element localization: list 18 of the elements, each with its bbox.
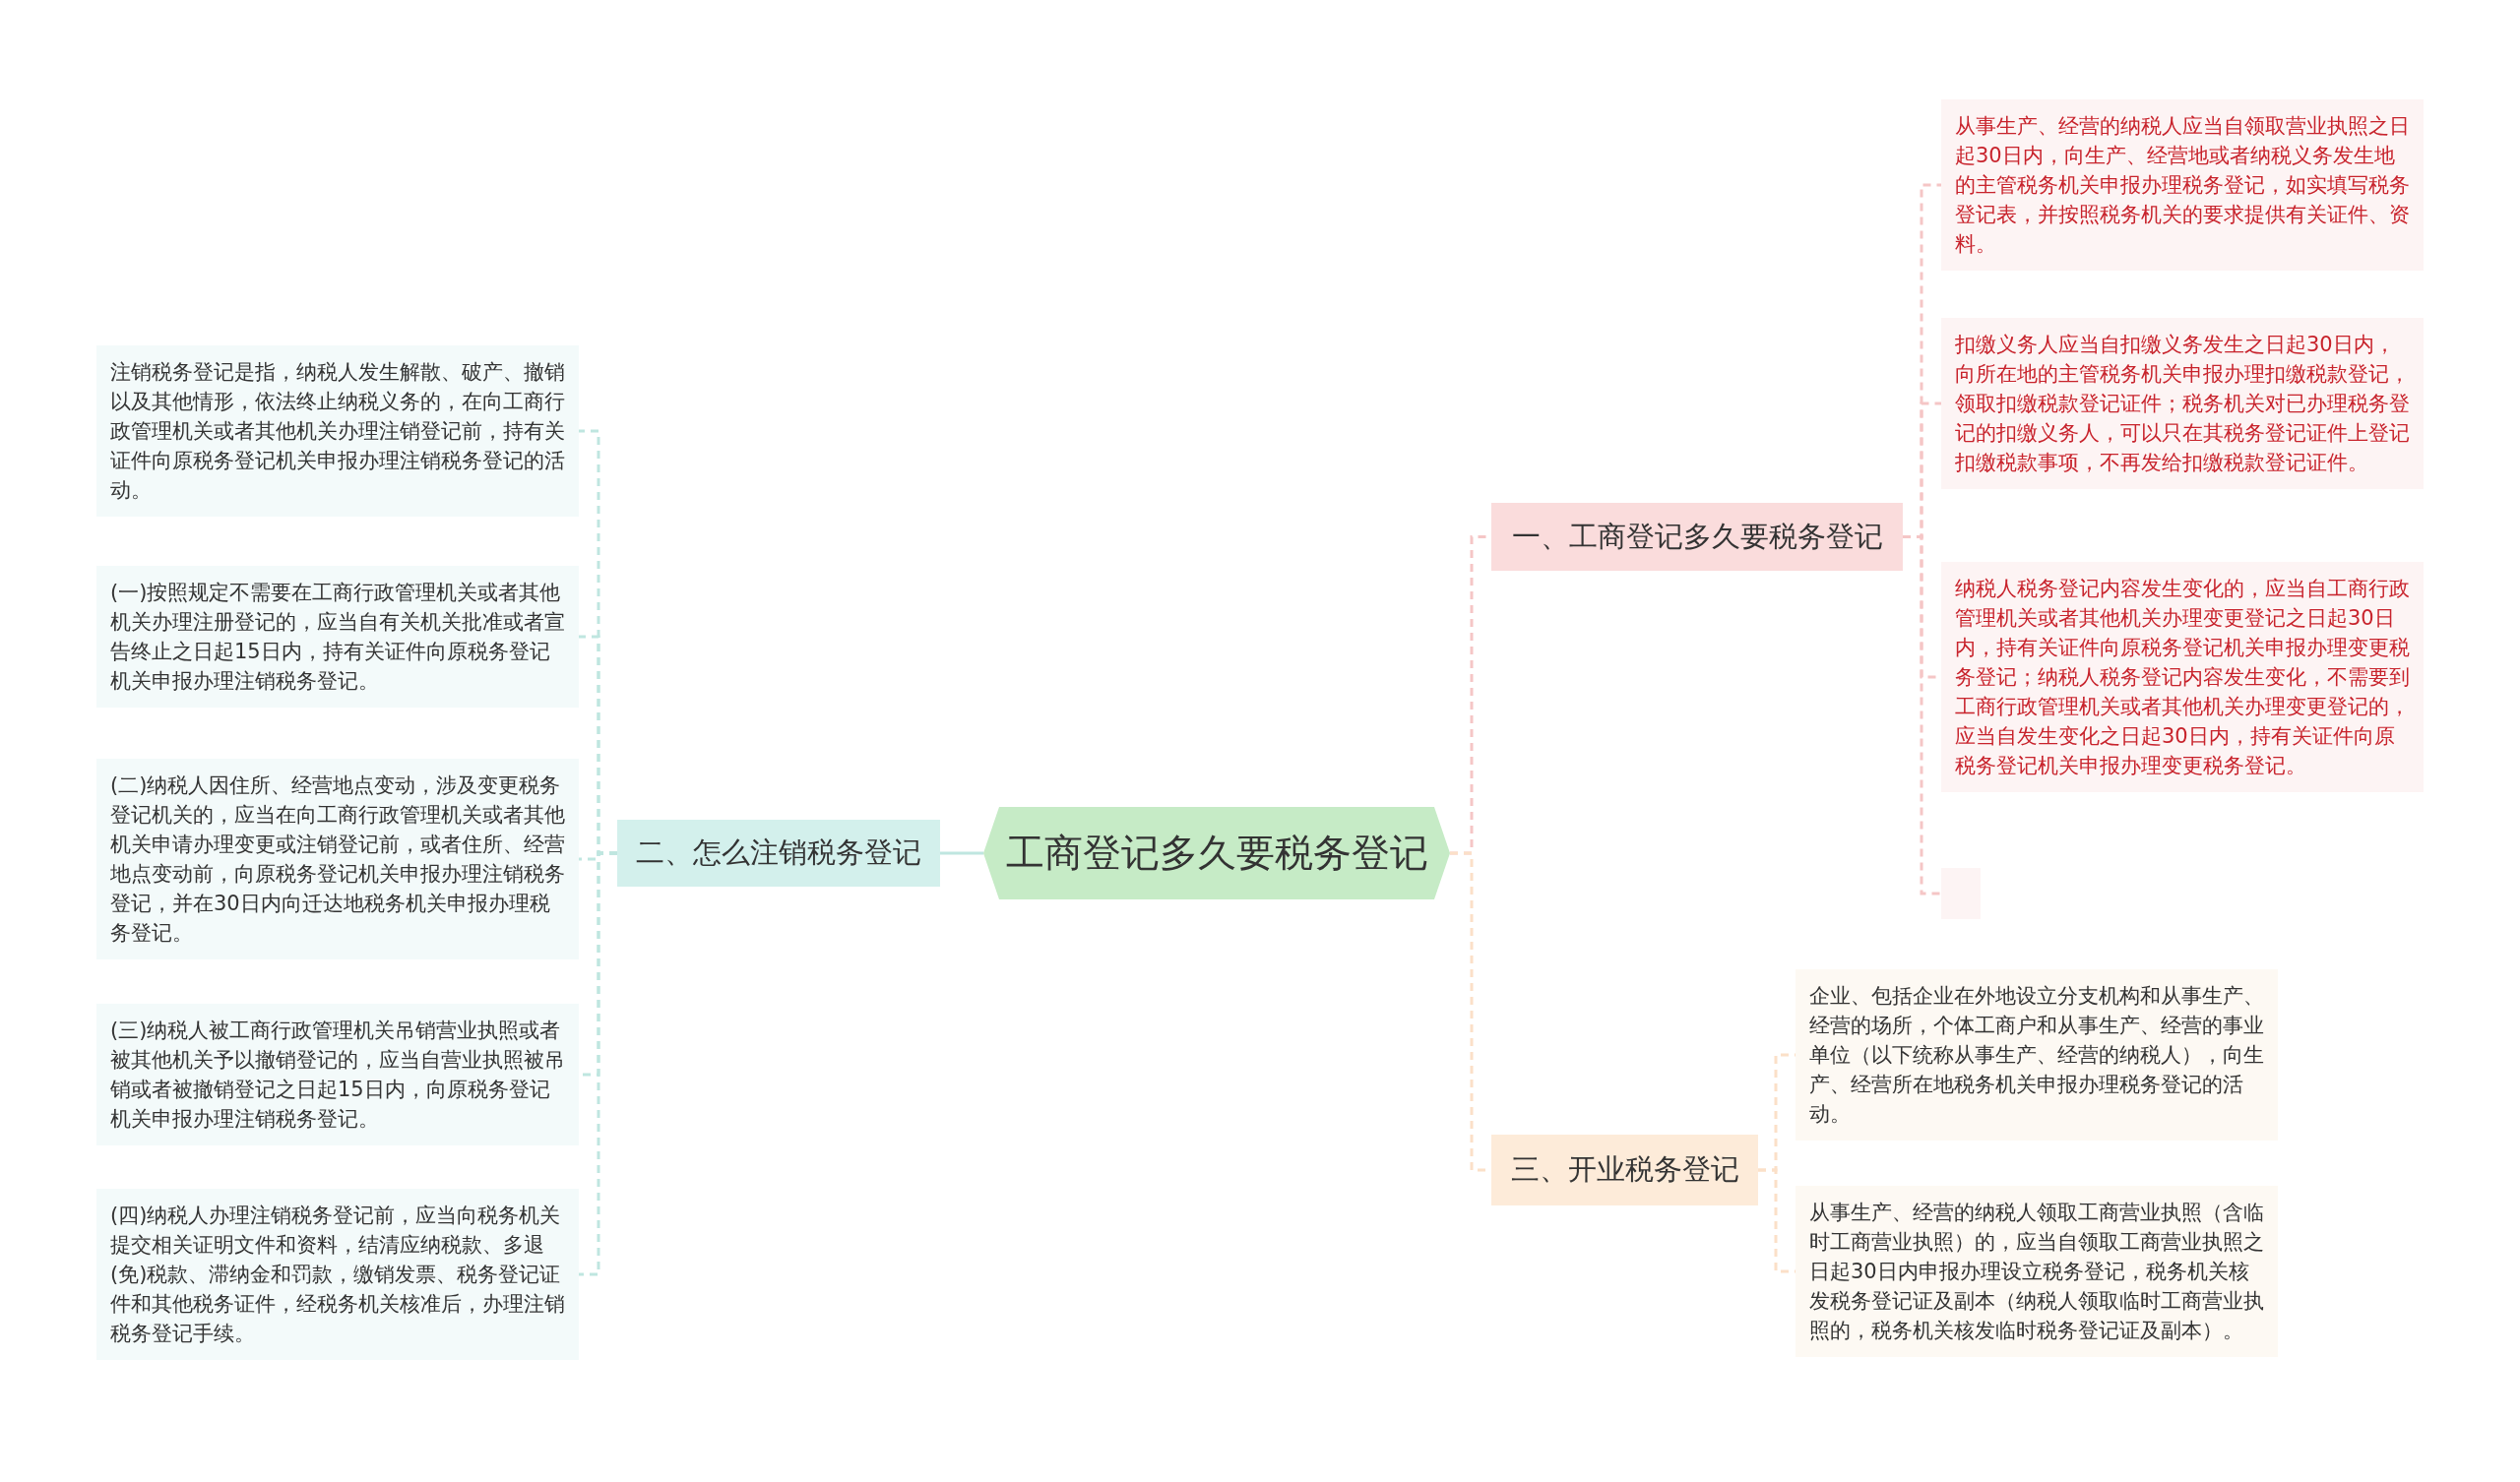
- connector-line: [579, 851, 617, 1276]
- connector-line: [940, 851, 983, 855]
- text-card: 企业、包括企业在外地设立分支机构和从事生产、经营的场所，个体工商户和从事生产、经营的事业单位（以下统称从事生产、经营的纳税人），向生产、经营所在地税务机关申报办理税务登记的活动。: [1796, 969, 2278, 1141]
- text-card: (二)纳税人因住所、经营地点变动，涉及变更税务登记机关的，应当在向工商行政管理机关或者其他机关申请办理变更或注销登记前，或者住所、经营地点变动前，向原税务登记机关申报办理注销税务登记，并在30日内向迁达地税务机关申报办理税务登记。: [96, 759, 579, 959]
- text-card: 纳税人税务登记内容发生变化的，应当自工商行政管理机关或者其他机关办理变更登记之日起30日内，持有关证件向原税务登记机关申报办理变更税务登记；纳税人税务登记内容发生变化，不需要到工商行政管理机关或者其他机关办理变更登记的，应当自发生变化之日起30日内，持有关证件向原税务登记机关申报办理变更税务登记。: [1941, 562, 2424, 792]
- branch-topic: 三、开业税务登记: [1491, 1135, 1758, 1205]
- text-card: 从事生产、经营的纳税人应当自领取营业执照之日起30日内，向生产、经营地或者纳税义务发生地的主管税务机关申报办理税务登记，如实填写税务登记表，并按照税务机关的要求提供有关证件、资料。: [1941, 99, 2424, 271]
- text-card: 扣缴义务人应当自扣缴义务发生之日起30日内，向所在地的主管税务机关申报办理扣缴税款登记，领取扣缴税款登记证件；税务机关对已办理税务登记的扣缴义务人，可以只在其税务登记证件上登记扣缴税款事项，不再发给扣缴税款登记证件。: [1941, 318, 2424, 489]
- text-card: (四)纳税人办理注销税务登记前，应当向税务机关提交相关证明文件和资料，结清应纳税款、多退(免)税款、滞纳金和罚款，缴销发票、税务登记证件和其他税务证件，经税务机关核准后，办理注销税务登记手续。: [96, 1189, 579, 1360]
- empty-box: [1941, 868, 1981, 919]
- connector-line: [1903, 535, 1941, 895]
- branch-topic: 一、工商登记多久要税务登记: [1491, 503, 1903, 571]
- text-card: 注销税务登记是指，纳税人发生解散、破产、撤销以及其他情形，依法终止纳税义务的，在向工商行政管理机关或者其他机关办理注销登记前，持有关证件向原税务登记机关申报办理注销税务登记的活动。: [96, 345, 579, 517]
- central-topic: 工商登记多久要税务登记: [983, 807, 1450, 899]
- text-card: 从事生产、经营的纳税人领取工商营业执照（含临时工商营业执照）的，应当自领取工商营业执照之日起30日内申报办理设立税务登记，税务机关核发税务登记证及副本（纳税人领取临时工商营业执照的，税务机关核发临时税务登记证及副本）。: [1796, 1186, 2278, 1357]
- text-card: (三)纳税人被工商行政管理机关吊销营业执照或者被其他机关予以撤销登记的，应当自营业执照被吊销或者被撤销登记之日起15日内，向原税务登记机关申报办理注销税务登记。: [96, 1004, 579, 1145]
- text-card: (一)按照规定不需要在工商行政管理机关或者其他机关办理注册登记的，应当自有关机关批准或者宣告终止之日起15日内，持有关证件向原税务登记机关申报办理注销税务登记。: [96, 566, 579, 708]
- branch-topic: 二、怎么注销税务登记: [617, 820, 940, 887]
